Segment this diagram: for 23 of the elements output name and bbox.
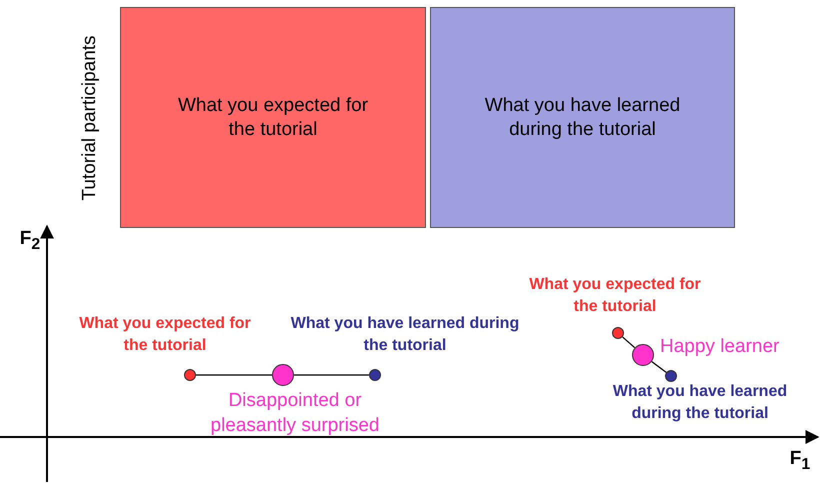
point-label: Happy learner <box>660 335 780 359</box>
point-label: Disappointed or pleasantly surprised <box>210 389 380 438</box>
point-label: What you have learned during the tutorial <box>290 314 520 356</box>
box-label: What you expected for the tutorial <box>176 94 370 142</box>
point-label: What you expected for the tutorial <box>528 275 702 317</box>
category-box <box>120 7 426 228</box>
point-marker <box>632 344 654 366</box>
point-marker <box>612 327 624 339</box>
axis-label: F$_{1}$ <box>788 448 812 474</box>
axis-label: F$_{2}$ <box>18 228 42 254</box>
point-label: What you have learned during the tutorial <box>612 382 788 424</box>
box-label: What you have learned during the tutorial <box>484 94 682 142</box>
connector-line <box>651 361 667 373</box>
point-marker <box>665 370 677 382</box>
connector-line <box>196 374 272 376</box>
point-marker <box>369 369 381 381</box>
axis-title: Tutorial participants <box>79 34 101 203</box>
point-marker <box>272 364 294 386</box>
category-box <box>430 7 735 228</box>
point-marker <box>184 369 196 381</box>
point-label: What you expected for the tutorial <box>78 314 252 356</box>
connector-line <box>622 336 636 348</box>
connector-line <box>294 374 369 376</box>
